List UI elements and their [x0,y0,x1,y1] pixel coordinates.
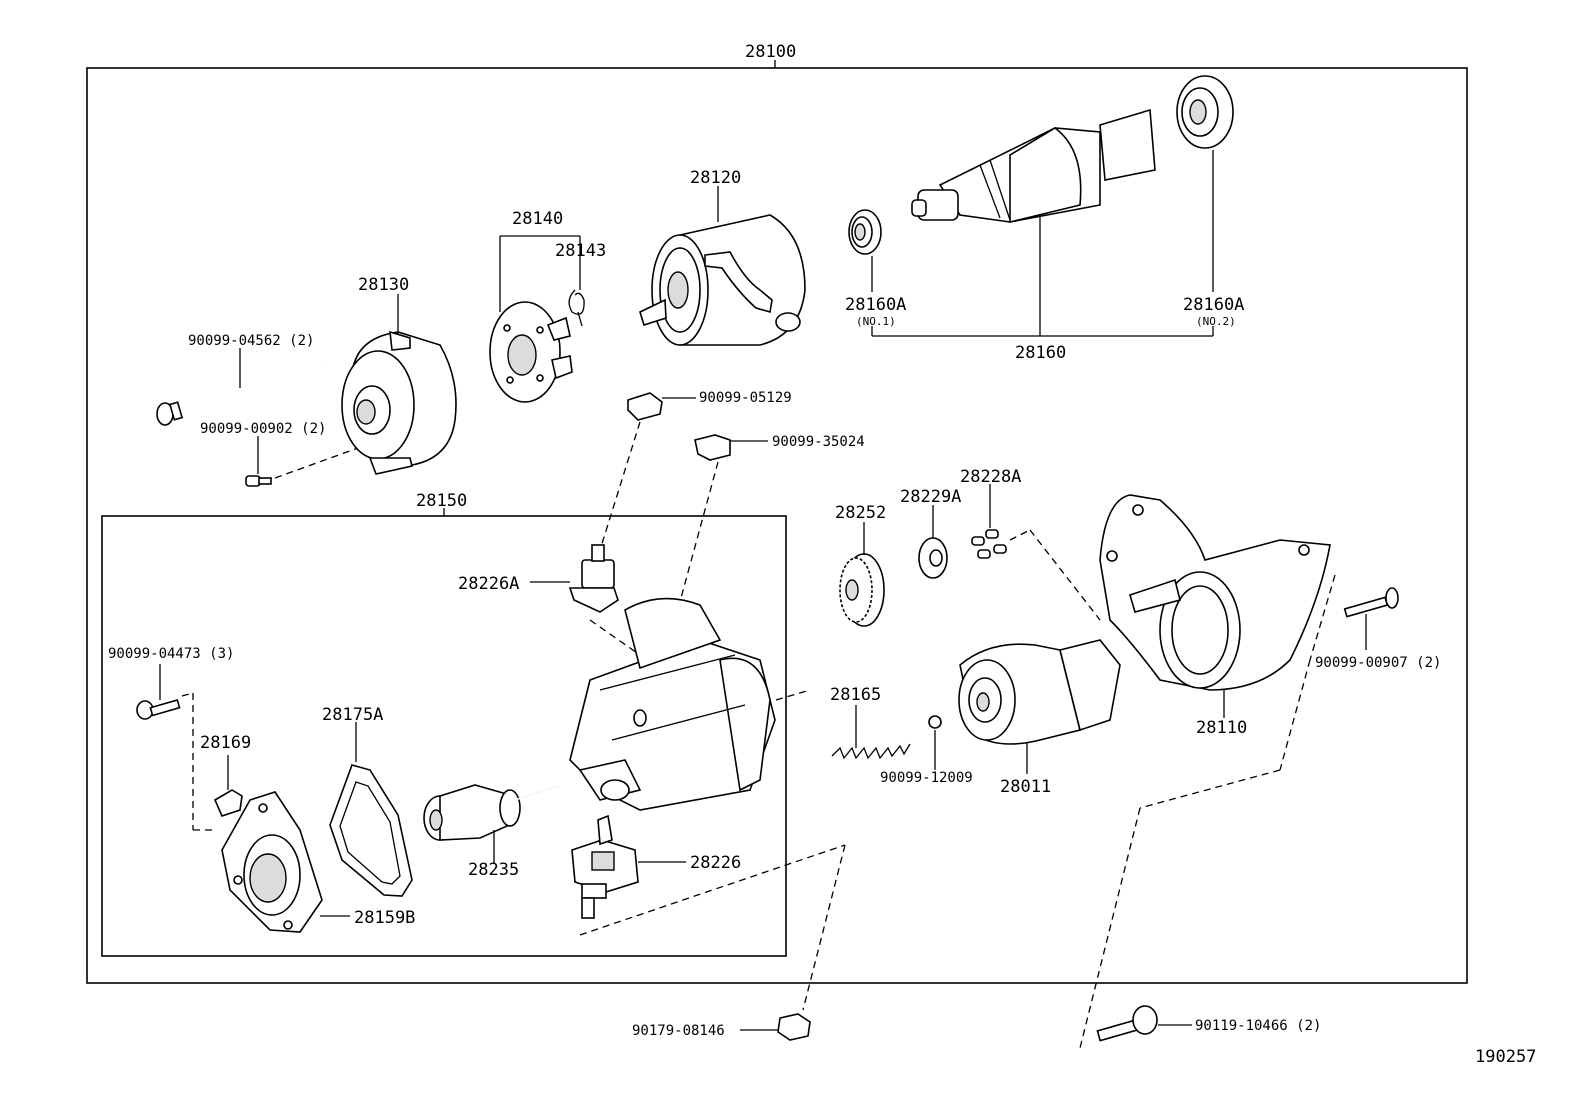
starter-clutch-part [958,639,1121,745]
field-frame-part [639,214,806,346]
label-90099-04562: 90099-04562 (2) [188,333,314,349]
brush-holder-part [489,301,573,403]
plunger-part [423,784,559,841]
label-28160A-no2: 28160A [1183,295,1244,315]
label-28160A-no1-note: (NO.1) [856,315,896,328]
magnetic-switch-housing-part [569,597,776,811]
label-90099-00907: 90099-00907 (2) [1315,655,1441,671]
bearing-no2-part [1176,75,1234,149]
label-90099-05129: 90099-05129 [699,390,792,406]
label-28235: 28235 [468,860,519,880]
label-28228A: 28228A [960,467,1021,487]
retainer-part [918,537,948,579]
idle-gear-part [839,553,885,627]
label-28160A-no1: 28160A [845,295,906,315]
label-28159B: 28159B [354,908,415,928]
bearing-no1-part [848,209,882,255]
label-90119-10466: 90119-10466 (2) [1195,1018,1321,1034]
label-28169: 28169 [200,733,251,753]
label-28011: 28011 [1000,777,1051,797]
bolt-04473-part [136,699,181,720]
label-90099-04473: 90099-04473 (3) [108,646,234,662]
label-90099-35024: 90099-35024 [772,434,865,450]
nut-05129-part [627,392,663,421]
label-28160A-no2-note: (NO.2) [1196,315,1236,328]
clip-35024-part [694,434,731,461]
label-28165: 28165 [830,685,881,705]
label-28130: 28130 [358,275,409,295]
label-28160: 28160 [1015,343,1066,363]
spring-28143-part [568,289,585,327]
screw-part [245,475,272,487]
return-spring-part [831,743,911,760]
armature-part [911,108,1156,224]
bolt-00907-part [1343,587,1399,618]
label-28143: 28143 [555,241,606,261]
through-bolt-part [156,365,329,426]
label-28226A: 28226A [458,574,519,594]
label-90099-00902: 90099-00902 (2) [200,421,326,437]
terminal-28226-part [571,814,639,919]
label-28100: 28100 [745,42,796,62]
drive-housing-part [1099,494,1331,691]
label-28120: 28120 [690,168,741,188]
nut-08146-part [777,1013,811,1041]
label-28252: 28252 [835,503,886,523]
label-28140: 28140 [512,209,563,229]
label-28110: 28110 [1196,718,1247,738]
label-28175A: 28175A [322,705,383,725]
label-28150: 28150 [416,491,467,511]
rollers-part [971,529,1007,559]
end-frame-part [341,330,457,475]
label-28226: 28226 [690,853,741,873]
label-90099-12009: 90099-12009 [880,770,973,786]
gasket-part [329,764,413,897]
label-90179-08146: 90179-08146 [632,1023,725,1039]
end-cover-part [221,791,323,933]
assembly-frame-28100 [86,67,1468,984]
clip-28169-part [213,789,243,817]
bolt-10466-part [1096,1005,1158,1042]
terminal-28226A-part [568,544,619,613]
diagram-id: 190257 [1475,1047,1536,1067]
ball-12009-part [928,715,942,729]
label-28229A: 28229A [900,487,961,507]
